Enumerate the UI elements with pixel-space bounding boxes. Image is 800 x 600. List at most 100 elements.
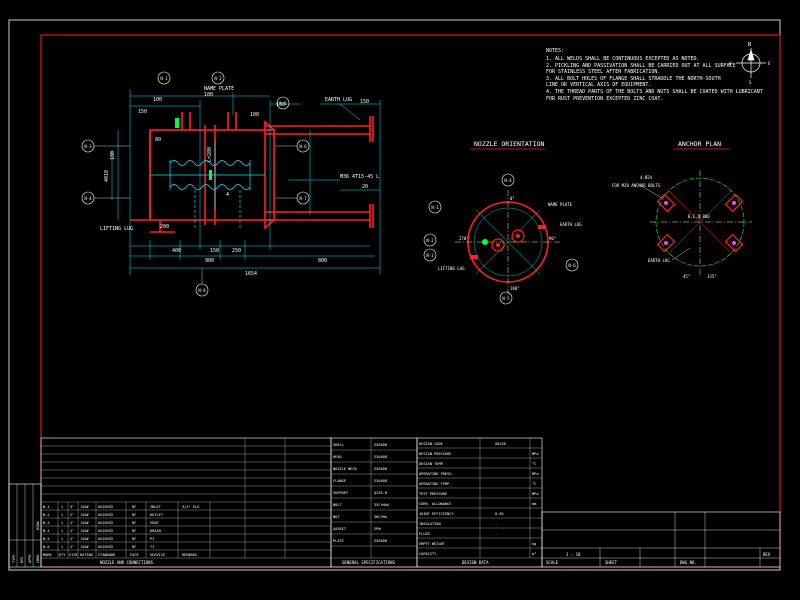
rev-label: REV <box>20 556 24 563</box>
table-cell: 2" <box>70 513 74 517</box>
spec-key: SHELL <box>333 443 344 447</box>
table-caption: DESIGN DATA <box>462 560 489 565</box>
note-line: LINE OR VERTICAL AXIS OF EQUIPMENT. <box>546 82 651 88</box>
scale-value: 1 : 10 <box>566 552 581 557</box>
table-cell: 1 <box>61 505 63 509</box>
table-header: SIZE <box>69 553 78 557</box>
earth-lug-callout: EARTH LUG <box>560 222 582 227</box>
spec-value: 35CrMoA <box>374 503 390 507</box>
spec-value: S30408 <box>374 455 387 459</box>
spec-value: 30CrMo <box>374 515 387 519</box>
nozzle-tag: N-5 <box>502 296 510 301</box>
rev-label: TYPE <box>12 555 16 563</box>
rev-label: CHKD <box>36 555 40 563</box>
nozzle-tag: N-6 <box>568 263 576 268</box>
table-cell: 1" <box>70 529 74 533</box>
dim-text: 1654 <box>245 271 257 277</box>
table-row: N-6 1 1" 150# HG20592 RF TI <box>43 545 154 549</box>
dim-text: 200 <box>160 224 169 230</box>
table-cell: HG20592 <box>98 529 113 533</box>
dim-text: 900 <box>205 258 214 264</box>
dim-text: 100 <box>204 92 213 98</box>
note-line: 1. ALL WELDS SHALL BE CONTINUOUS EXCEPTE… <box>546 56 700 62</box>
design-value: m³ <box>532 552 536 556</box>
spec-key: NUT <box>333 515 340 519</box>
drawing-frame <box>40 34 781 568</box>
note-line: 2. PICKLING AND PASSIVATION SHALL BE CAR… <box>546 63 736 69</box>
spec-key: PLATE <box>333 539 344 543</box>
table-cell: 1 <box>61 537 63 541</box>
sheet-label: SHEET <box>605 560 618 565</box>
angle-label: 0° <box>510 196 515 201</box>
west-label: W <box>729 61 732 66</box>
design-key: OPERATING PRESS. <box>419 472 454 476</box>
bolt-callout: FOR M20 ANCHOR BOLTS <box>612 183 661 188</box>
design-key: DESIGN PRESSURE <box>419 452 451 456</box>
nozzle-tag: N-1 <box>160 76 168 81</box>
lifting-lug-callout: LIFTING LUG <box>100 226 133 232</box>
table-cell: HG20592 <box>98 537 113 541</box>
nozzle-tag: N-4 <box>84 196 92 201</box>
table-cell: RF <box>132 513 136 517</box>
spec-key: NOZZLE NECK <box>333 467 358 471</box>
table-header: RATING <box>80 553 93 557</box>
nozzle-tag: N-8 <box>198 288 206 293</box>
table-cell: 1" <box>70 545 74 549</box>
name-plate-callout: NAME PLATE <box>204 86 234 92</box>
east-label: E <box>768 61 771 66</box>
table-cell: 3/4" FLG <box>182 505 199 509</box>
table-cell: VENT <box>150 521 159 525</box>
nozzle-tag: N-6 <box>299 144 307 149</box>
dim-text: 150 <box>210 248 219 254</box>
dim-text: 20 <box>362 184 368 190</box>
spec-value: S30408 <box>374 467 387 471</box>
nozzle-orientation-title: NOZZLE ORIENTATION <box>474 140 545 148</box>
dim-text: 250 <box>232 248 241 254</box>
spec-key: SUPPORT <box>333 491 349 495</box>
table-row: N-3 1 1" 150# HG20592 RF VENT <box>43 521 159 525</box>
table-cell: 1 <box>61 521 63 525</box>
anchor-plan-title: ANCHOR PLAN <box>678 140 721 148</box>
design-table: DESIGN CODE GB150 DESIGN PRESSURE MPa DE… <box>416 437 543 568</box>
design-value: °C <box>532 462 536 466</box>
design-value: MPa <box>532 452 539 456</box>
nozzle-tag: N-5 <box>279 101 287 106</box>
angle-label: 270° <box>459 236 469 241</box>
dim-text: 800 <box>318 258 327 264</box>
spec-value: Q235-B <box>374 491 387 495</box>
spec-key: GASKET <box>333 527 347 531</box>
design-key: CAPACITY <box>419 552 437 556</box>
dim-text: 100 <box>153 97 162 103</box>
note-line: FOR STAINLESS STEEL AFTER FABRICATION. <box>546 69 660 75</box>
table-cell: N-5 <box>43 537 50 541</box>
dim-text: 80 <box>155 137 161 143</box>
table-cell: N-4 <box>43 529 50 533</box>
table-row: N-5 1 1" 150# HG20592 RF PI <box>43 537 154 541</box>
spec-key: HEAD <box>333 455 342 459</box>
north-arrow-icon: N E W S <box>729 42 771 85</box>
design-value: °C <box>532 482 536 486</box>
notes-block: NOTES: 1. ALL WELDS SHALL BE CONTINUOUS … <box>546 48 763 102</box>
design-value: kg <box>532 542 536 546</box>
table-cell: 1 <box>61 529 63 533</box>
table-cell: N-3 <box>43 521 50 525</box>
rev-label: APPD <box>28 555 32 563</box>
table-caption: GENERAL SPECIFICATIONS <box>342 560 396 565</box>
table-cell: N-2 <box>43 513 50 517</box>
table-cell: HG20592 <box>98 521 113 525</box>
dim-text: 400 <box>172 248 181 254</box>
table-cell: INLET <box>150 505 162 509</box>
spec-value: SPW <box>374 527 381 531</box>
south-label: S <box>749 80 752 85</box>
earth-lug-callout: EARTH LUG <box>648 258 670 263</box>
design-key: INSULATION <box>419 522 441 526</box>
spec-value: S30408 <box>374 539 387 543</box>
rev-label: REV <box>763 552 771 557</box>
rev-label: DSGN <box>36 522 40 530</box>
note-line: 4. THE THREAD PARTS OF THE BOLTS AND NUT… <box>546 89 763 95</box>
table-cell: 150# <box>80 521 89 525</box>
note-line: 3. ALL BOLT HOLES OF FLANGE SHALL STRADD… <box>546 76 721 82</box>
design-key: CORR. ALLOWANCE <box>419 502 451 506</box>
table-cell: PI <box>150 537 154 541</box>
